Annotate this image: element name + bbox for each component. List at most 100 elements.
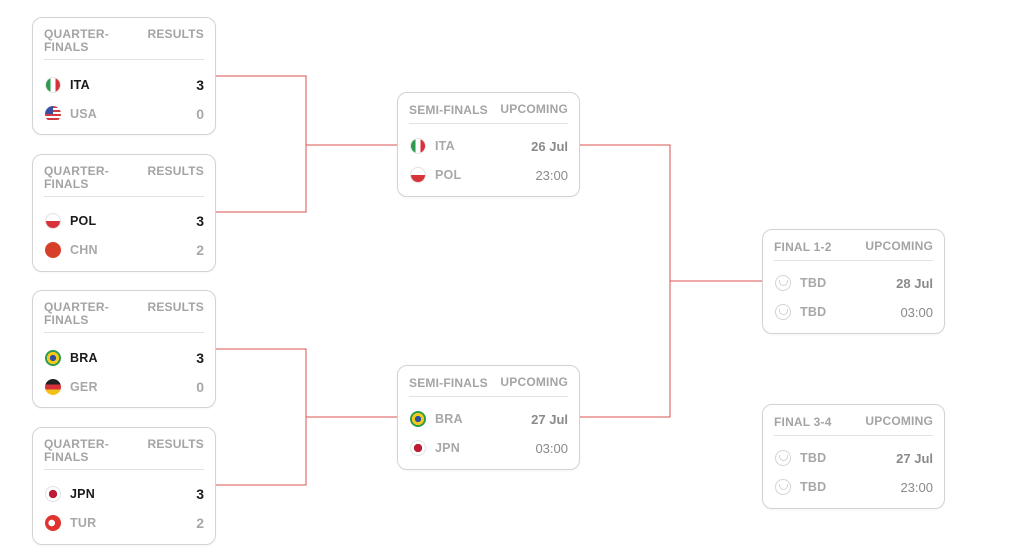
team-score: 2 (196, 515, 204, 531)
card-header: FINAL 3-4 UPCOMING (774, 415, 933, 436)
team-row: POL 23:00 (410, 165, 568, 185)
team-row: TBD 03:00 (775, 302, 933, 322)
status-label: RESULTS (147, 164, 204, 178)
team-row: TBD 23:00 (775, 477, 933, 497)
china-flag-icon (45, 242, 61, 258)
japan-flag-icon (45, 486, 61, 502)
tbd-team-icon (775, 479, 791, 495)
card-header: SEMI-FINALS UPCOMING (409, 103, 568, 124)
team-name: TBD (800, 480, 827, 494)
match-time: 03:00 (535, 440, 568, 456)
poland-flag-icon (45, 213, 61, 229)
italy-flag-icon (45, 77, 61, 93)
team-name: TUR (70, 516, 97, 530)
brazil-flag-icon (410, 411, 426, 427)
match-time: 03:00 (900, 304, 933, 320)
match-date: 26 Jul (531, 138, 568, 154)
team-name: ITA (435, 139, 455, 153)
team-row: GER 0 (45, 377, 204, 397)
team-name: TBD (800, 305, 827, 319)
quarterfinal-card-3[interactable]: QUARTER-FINALS RESULTS BRA 3 GER 0 (32, 290, 216, 408)
stage-label: FINAL 3-4 (774, 415, 832, 429)
card-header: QUARTER-FINALS RESULTS (44, 438, 204, 470)
turkey-flag-icon (45, 515, 61, 531)
team-score: 3 (196, 77, 204, 93)
status-label: RESULTS (147, 27, 204, 41)
tbd-team-icon (775, 275, 791, 291)
match-time: 23:00 (900, 479, 933, 495)
team-name: USA (70, 107, 97, 121)
team-row: JPN 03:00 (410, 438, 568, 458)
team-name: ITA (70, 78, 90, 92)
status-label: UPCOMING (500, 375, 568, 389)
card-header: FINAL 1-2 UPCOMING (774, 240, 933, 261)
status-label: UPCOMING (865, 239, 933, 253)
team-score: 3 (196, 213, 204, 229)
stage-label: SEMI-FINALS (409, 376, 488, 390)
status-label: UPCOMING (865, 414, 933, 428)
team-name: POL (70, 214, 97, 228)
match-date: 28 Jul (896, 275, 933, 291)
team-score: 3 (196, 350, 204, 366)
team-score: 3 (196, 486, 204, 502)
tbd-team-icon (775, 304, 791, 320)
status-label: RESULTS (147, 437, 204, 451)
team-row: TBD 27 Jul (775, 448, 933, 468)
team-row: ITA 3 (45, 75, 204, 95)
match-date: 27 Jul (896, 450, 933, 466)
team-row: TUR 2 (45, 513, 204, 533)
connector-qf3-sf2 (216, 348, 307, 486)
card-header: QUARTER-FINALS RESULTS (44, 28, 204, 60)
team-name: TBD (800, 451, 827, 465)
team-row: POL 3 (45, 211, 204, 231)
quarterfinal-card-1[interactable]: QUARTER-FINALS RESULTS ITA 3 USA 0 (32, 17, 216, 135)
team-score: 2 (196, 242, 204, 258)
status-label: UPCOMING (500, 102, 568, 116)
status-label: RESULTS (147, 300, 204, 314)
poland-flag-icon (410, 167, 426, 183)
tbd-team-icon (775, 450, 791, 466)
match-date: 27 Jul (531, 411, 568, 427)
stage-label: FINAL 1-2 (774, 240, 832, 254)
team-row: USA 0 (45, 104, 204, 124)
quarterfinal-card-4[interactable]: QUARTER-FINALS RESULTS JPN 3 TUR 2 (32, 427, 216, 545)
brazil-flag-icon (45, 350, 61, 366)
team-name: GER (70, 380, 98, 394)
italy-flag-icon (410, 138, 426, 154)
team-name: CHN (70, 243, 98, 257)
team-row: BRA 3 (45, 348, 204, 368)
usa-flag-icon (45, 106, 61, 122)
quarterfinal-card-2[interactable]: QUARTER-FINALS RESULTS POL 3 CHN 2 (32, 154, 216, 272)
team-name: JPN (435, 441, 460, 455)
connector-sf-final (580, 144, 671, 418)
team-row: TBD 28 Jul (775, 273, 933, 293)
team-score: 0 (196, 379, 204, 395)
card-header: SEMI-FINALS UPCOMING (409, 376, 568, 397)
connector-qf1-sf1 (216, 75, 307, 213)
germany-flag-icon (45, 379, 61, 395)
stage-label: QUARTER-FINALS (44, 437, 109, 464)
team-row: JPN 3 (45, 484, 204, 504)
match-time: 23:00 (535, 167, 568, 183)
team-name: JPN (70, 487, 95, 501)
japan-flag-icon (410, 440, 426, 456)
team-score: 0 (196, 106, 204, 122)
team-name: TBD (800, 276, 827, 290)
stage-label: QUARTER-FINALS (44, 164, 109, 191)
team-row: ITA 26 Jul (410, 136, 568, 156)
final-card-1-2[interactable]: FINAL 1-2 UPCOMING TBD 28 Jul TBD 03:00 (762, 229, 945, 334)
final-card-3-4[interactable]: FINAL 3-4 UPCOMING TBD 27 Jul TBD 23:00 (762, 404, 945, 509)
team-name: POL (435, 168, 462, 182)
card-header: QUARTER-FINALS RESULTS (44, 165, 204, 197)
stage-label: QUARTER-FINALS (44, 27, 109, 54)
stage-label: QUARTER-FINALS (44, 300, 109, 327)
team-name: BRA (435, 412, 463, 426)
card-header: QUARTER-FINALS RESULTS (44, 301, 204, 333)
stage-label: SEMI-FINALS (409, 103, 488, 117)
team-row: BRA 27 Jul (410, 409, 568, 429)
semifinal-card-2[interactable]: SEMI-FINALS UPCOMING BRA 27 Jul JPN 03:0… (397, 365, 580, 470)
team-row: CHN 2 (45, 240, 204, 260)
semifinal-card-1[interactable]: SEMI-FINALS UPCOMING ITA 26 Jul POL 23:0… (397, 92, 580, 197)
team-name: BRA (70, 351, 98, 365)
